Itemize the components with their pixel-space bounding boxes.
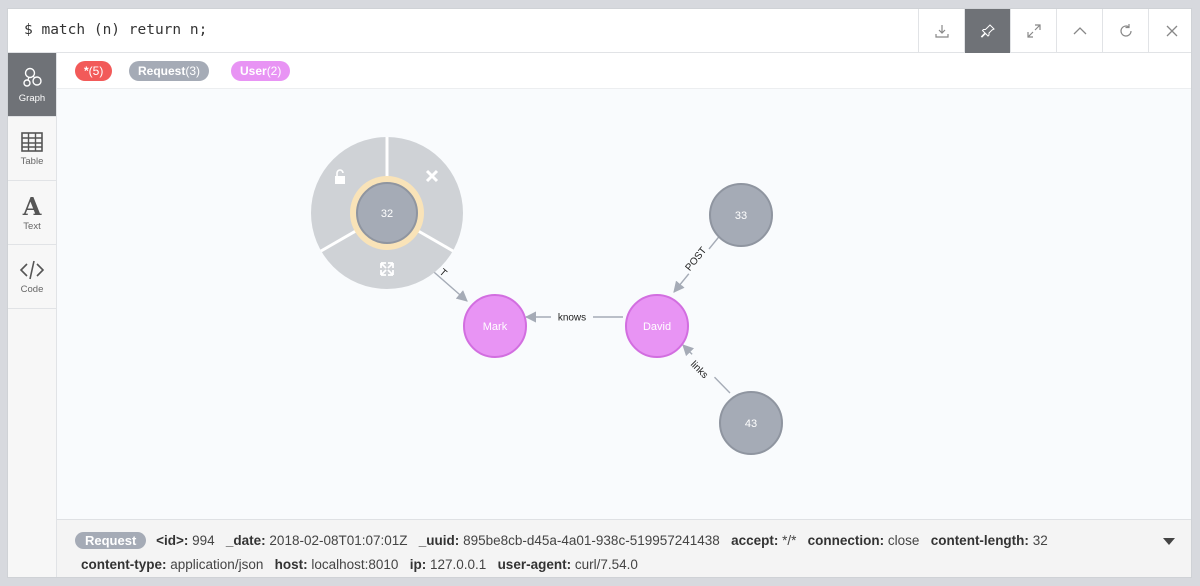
node-user-mark[interactable]: Mark [463,294,527,358]
legend-count: (5) [88,64,104,78]
expand-icon [380,262,394,276]
node-caption: David [643,321,671,333]
relationship-label: T [437,267,449,279]
graph-icon [23,67,42,87]
prop-key: content-length: [930,533,1029,548]
graph-canvas[interactable]: T knows POST links [57,89,1191,519]
legend-label: User [240,64,267,78]
node-user-david[interactable]: David [625,294,689,358]
node-caption: 32 [381,208,393,220]
node-label-badge[interactable]: Request [75,532,147,549]
expand-icon [1026,24,1041,38]
node-request-43[interactable]: 43 [719,391,783,455]
prop-value: 127.0.0.1 [429,557,487,572]
graph-svg[interactable]: T knows POST links [57,89,1192,519]
properties-line-1: Request <id>: 994 _date: 2018-02-08T01:0… [75,532,1048,549]
prop-key: accept: [731,533,779,548]
unlock-button[interactable] [335,169,345,184]
sidebar-item-graph[interactable]: Graph [8,53,56,117]
sidebar-item-text[interactable]: A Text [8,181,56,245]
node-circle [709,183,773,247]
prop-value: 895be8cb-d45a-4a01-938c-519957241438 [463,533,720,548]
relationship-label-bg [683,353,716,386]
refresh-icon [1119,24,1132,37]
node-request-33[interactable]: 33 [709,183,773,247]
legend-label: * [84,64,89,78]
query-text[interactable]: $ match (n) return n; [24,22,208,38]
close-icon [1166,25,1177,37]
close-icon [425,169,439,183]
node-caption: Mark [483,321,508,333]
relationship-knows[interactable]: knows [524,310,623,324]
pin-icon [980,24,995,38]
sidebar-item-label: Table [20,155,44,167]
download-icon [934,25,949,38]
node-circle [719,391,783,455]
sidebar-item-code[interactable]: Code [8,245,56,309]
svg-text:A: A [22,194,42,218]
prop-value: curl/7.54.0 [574,557,638,572]
prop-value: 32 [1032,533,1048,548]
label-legend: *(5) Request(3) User(2) [57,53,1191,89]
close-button[interactable] [1148,9,1191,53]
code-icon [19,260,45,279]
prop-value: localhost:8010 [311,557,399,572]
prop-key: host: [274,557,308,572]
prop-value: */* [782,533,797,548]
properties-footer: Request <id>: 994 _date: 2018-02-08T01:0… [57,519,1191,577]
expand-properties-caret-icon[interactable] [1163,538,1175,545]
relationship-label-bg [680,242,711,276]
node-caption: 43 [745,418,757,430]
result-frame: $ match (n) return n; Graph Table [7,8,1192,578]
prop-key: content-type: [81,557,167,572]
frame-header: $ match (n) return n; [8,9,1191,53]
expand-button[interactable] [380,262,394,276]
legend-pill-request[interactable]: Request(3) [129,61,210,81]
fullscreen-button[interactable] [1010,9,1056,53]
relationship-links[interactable]: links [682,344,731,394]
prop-value: 994 [192,533,215,548]
properties-line-2: content-type: application/json host: loc… [81,557,638,572]
prop-value: close [887,533,920,548]
collapse-button[interactable] [1056,9,1102,53]
legend-count: (2) [266,64,282,78]
prop-key: <id>: [156,533,189,548]
node-circle [625,294,689,358]
text-icon: A [22,194,42,218]
sidebar-item-label: Text [23,220,41,232]
chevron-up-icon [1073,27,1086,35]
sidebar-item-label: Graph [18,92,46,104]
dismiss-button[interactable] [425,169,439,183]
prop-key: ip: [409,557,427,572]
unlock-icon [335,169,345,184]
legend-pill-user[interactable]: User(2) [231,61,291,81]
node-circle [356,182,418,244]
prop-value: 2018-02-08T01:07:01Z [269,533,408,548]
view-sidebar: Graph Table A Text Code [8,53,57,577]
prop-key: _date: [225,533,266,548]
node-circle [463,294,527,358]
node-request-32[interactable]: 32 [350,176,424,250]
prop-value: application/json [170,557,264,572]
prop-key: user-agent: [497,557,572,572]
prop-key: _uuid: [418,533,460,548]
relationship-label: knows [558,313,586,324]
legend-count: (3) [185,64,201,78]
node-caption: 33 [735,210,747,222]
pin-button[interactable] [964,9,1010,53]
download-button[interactable] [918,9,964,53]
legend-label: Request [138,64,186,78]
rerun-button[interactable] [1102,9,1148,53]
relationship-post[interactable]: POST [673,232,723,293]
sidebar-item-label: Code [20,283,44,295]
prop-key: connection: [807,533,885,548]
relationship-label-bg [551,310,593,323]
legend-pill-all[interactable]: *(5) [75,61,113,81]
sidebar-item-table[interactable]: Table [8,117,56,181]
table-icon [21,131,43,152]
